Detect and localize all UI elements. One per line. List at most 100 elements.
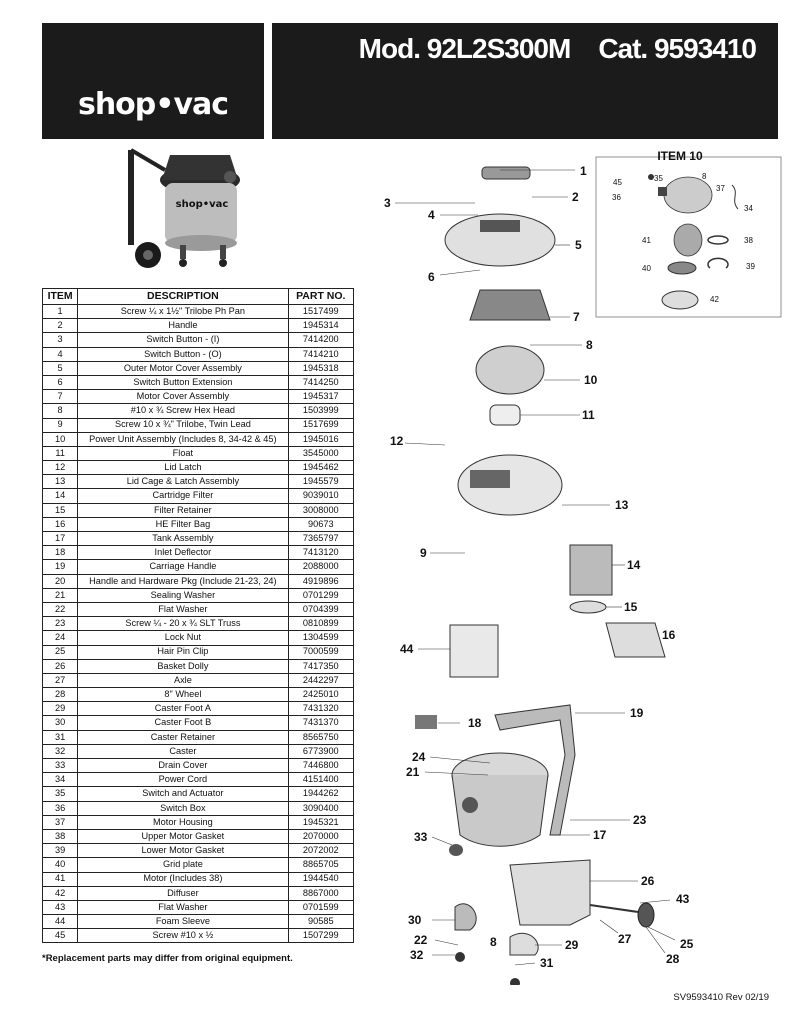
drain-cover-part [449,844,463,856]
cell-item: 14 [41,488,79,504]
cell-item: 38 [41,828,79,845]
cell-part-no: 8565750 [287,729,355,745]
cell-part-no: 1945318 [287,360,355,376]
cell-description: Switch Button - (O) [77,346,289,362]
cell-part-no: 7431370 [287,715,355,731]
inset-callout-40: 40 [642,264,651,273]
foam-sleeve-part [449,624,499,678]
cell-description: Switch Button Extension [77,374,289,391]
column-header-part-no: PART NO. [287,288,355,305]
cell-item: 36 [41,800,79,816]
cell-description: Basket Dolly [77,658,289,674]
caster-foot-a-part [509,932,539,956]
cell-description: Grid plate [77,857,289,873]
cell-part-no: 1945314 [287,318,355,334]
cell-part-no: 7000599 [287,644,355,660]
inset-callout-35: 35 [654,174,663,183]
cell-description: Switch Button - (I) [77,332,289,348]
cell-item: 29 [41,701,79,717]
product-logo: shop•vac [176,199,229,210]
cell-item: 26 [41,658,79,674]
cell-part-no: 7414200 [287,332,355,348]
callout-8b: 8 [490,935,497,949]
callout-27: 27 [618,932,632,946]
cell-description: Tank Assembly [77,530,289,547]
table-header-row: ITEM DESCRIPTION PART NO. [41,288,355,305]
inset-callout-38: 38 [744,236,753,245]
cell-description: Upper Motor Gasket [77,828,289,845]
callout-22: 22 [414,933,428,947]
cell-item: 31 [41,729,79,745]
cell-description: Float [77,445,289,462]
cell-description: Sealing Washer [77,587,289,603]
cell-part-no: 2088000 [287,559,355,575]
model-number: Mod. 92L2S300M [358,33,572,64]
cell-description: Screw ¼ x 1½" Trilobe Ph Pan [77,303,289,320]
inset-callout-8: 8 [702,172,707,181]
callout-33: 33 [414,830,428,844]
footnote: *Replacement parts may differ from origi… [42,953,293,964]
cell-description: Handle and Hardware Pkg (Include 21-23, … [77,573,289,589]
cell-item: 28 [41,687,79,703]
cell-item: 39 [41,843,79,859]
cell-description: Motor Cover Assembly [77,389,289,405]
cell-item: 43 [41,899,79,916]
cell-part-no: 1945016 [287,431,355,447]
callout-1: 1 [580,164,587,178]
cell-item: 9 [41,417,79,433]
cell-item: 35 [41,786,79,802]
cell-description: Lid Latch [77,460,289,476]
filter-bag-part [605,622,666,658]
cell-description: Flat Washer [77,899,289,916]
cell-item: 22 [41,601,79,618]
cell-item: 3 [41,332,79,348]
inset-callout-42: 42 [710,295,719,304]
lower-gasket-part [707,257,729,269]
leader-lines [395,169,676,966]
column-header-description: DESCRIPTION [77,288,289,305]
caster-part [455,952,465,962]
cell-item: 20 [41,573,79,589]
cell-description: Hair Pin Clip [77,644,289,660]
revision-code: SV9593410 Rev 02/19 [673,992,769,1003]
cell-item: 4 [41,346,79,362]
callout-25: 25 [680,937,694,951]
callout-9: 9 [420,546,427,560]
cell-part-no: 4151400 [287,772,355,788]
cell-description: Caster Foot A [77,701,289,717]
callout-13: 13 [615,498,629,512]
cell-item: 16 [41,516,79,533]
callout-32: 32 [410,948,424,962]
callout-18: 18 [468,716,482,730]
product-photo: shop•vac [128,148,240,268]
cell-description: Lock Nut [77,630,289,646]
cell-description: Screw #10 x ½ [77,928,289,944]
callout-10: 10 [584,373,598,387]
cell-part-no: 1304599 [287,630,355,646]
cell-part-no: 1944540 [287,871,355,887]
float-part [489,404,521,426]
cell-description: Caster Foot B [77,715,289,731]
cell-description: Lid Cage & Latch Assembly [77,474,289,490]
cell-item: 23 [41,616,79,632]
